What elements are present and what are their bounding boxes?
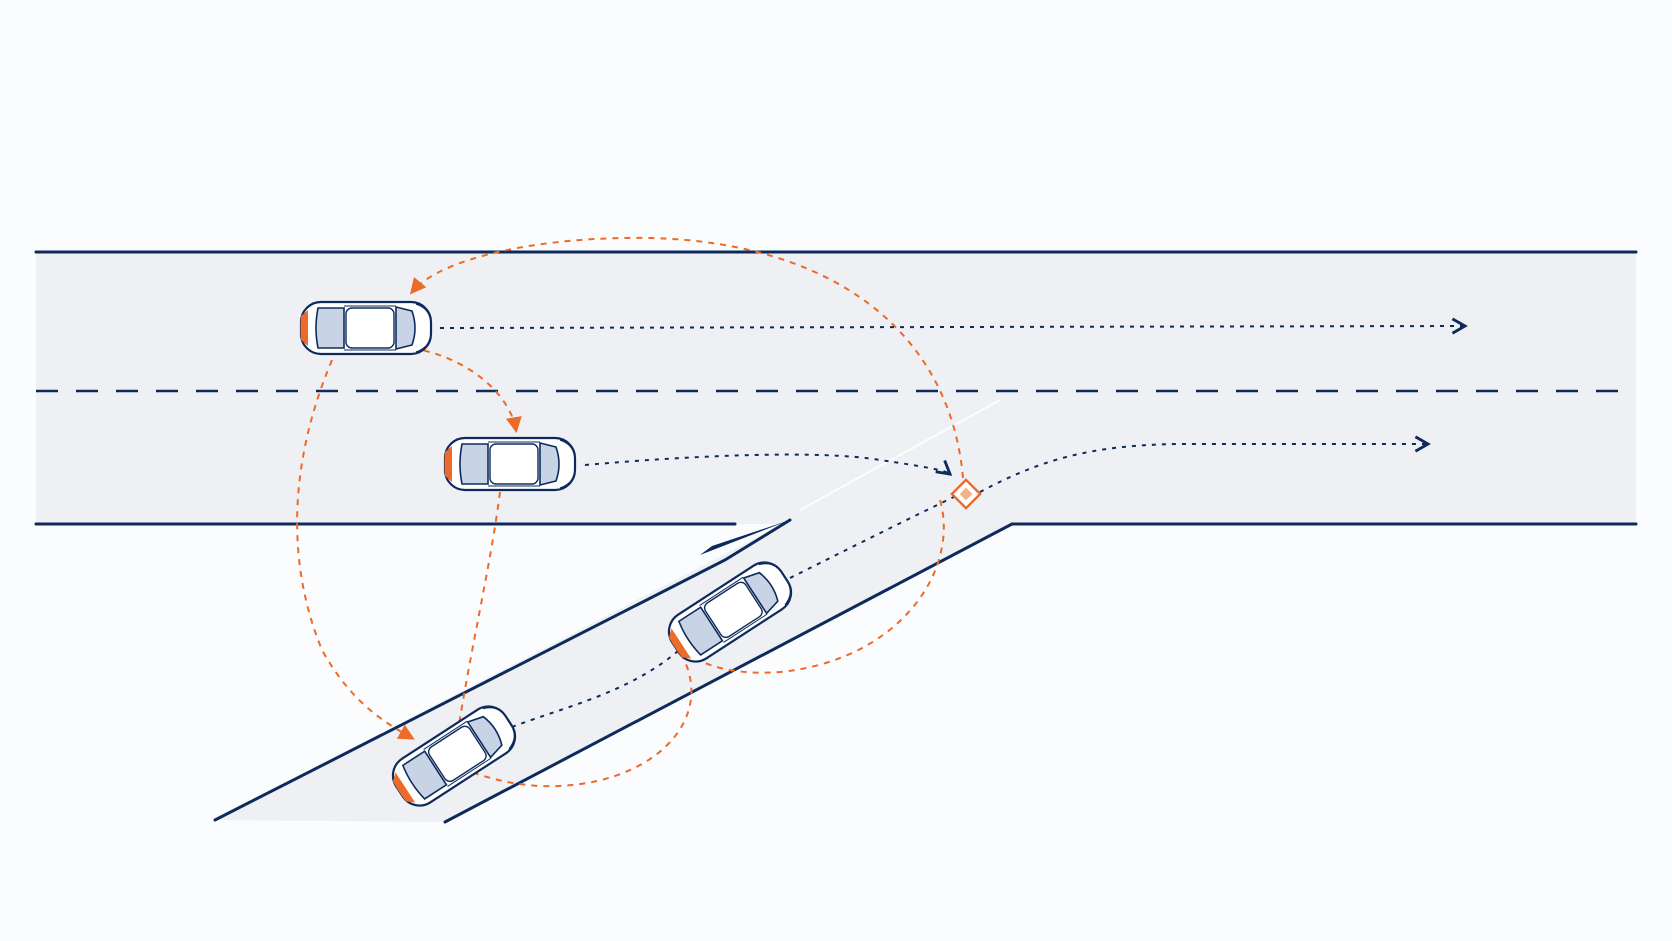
interaction-arcs <box>296 236 964 788</box>
merge-point-marker <box>950 478 982 510</box>
trajectory-merge-continue <box>979 435 1431 493</box>
ramp-left-edge <box>213 518 792 822</box>
trajectory-ramp-rear <box>511 639 691 728</box>
trajectory-ramp-front <box>789 493 961 579</box>
interaction-arc-upper-to-ramp-rear <box>296 359 415 740</box>
car-upper-lane <box>299 300 433 356</box>
trajectory-lower-lane <box>584 453 953 476</box>
trajectory-upper-lane <box>439 317 1468 335</box>
road-edges <box>34 250 1638 824</box>
car-lower-lane <box>443 436 577 492</box>
interaction-arc-upper-to-merge <box>409 236 964 479</box>
vehicle-trajectories <box>439 317 1468 728</box>
ramp-right-edge <box>443 522 1014 824</box>
interaction-arc-lower-to-ramp-rear <box>454 491 501 751</box>
ramp-gore-nose <box>700 520 790 555</box>
road-surface <box>36 252 1636 822</box>
ramp-taper-line <box>799 399 1001 511</box>
